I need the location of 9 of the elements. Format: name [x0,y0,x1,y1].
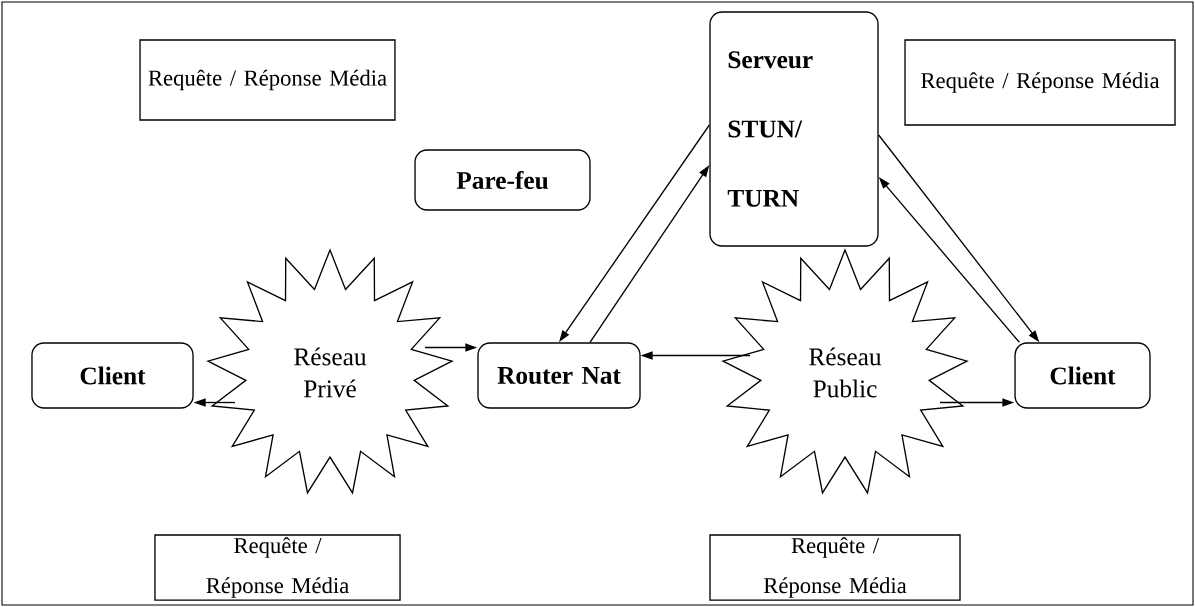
message-box: Requête / Réponse Média [709,534,961,601]
message-box: Requête / Réponse Média [904,39,1176,126]
client-box: Client [1014,342,1151,409]
router-box: Router Nat [477,342,641,409]
message-box: Requête / Réponse Média [154,534,401,601]
client-box: Client [31,342,194,409]
message-box: Requête / Réponse Média [139,39,396,121]
server-box: Serveur STUN/ TURN [709,11,879,247]
firewall-box: Pare-feu [414,149,591,211]
